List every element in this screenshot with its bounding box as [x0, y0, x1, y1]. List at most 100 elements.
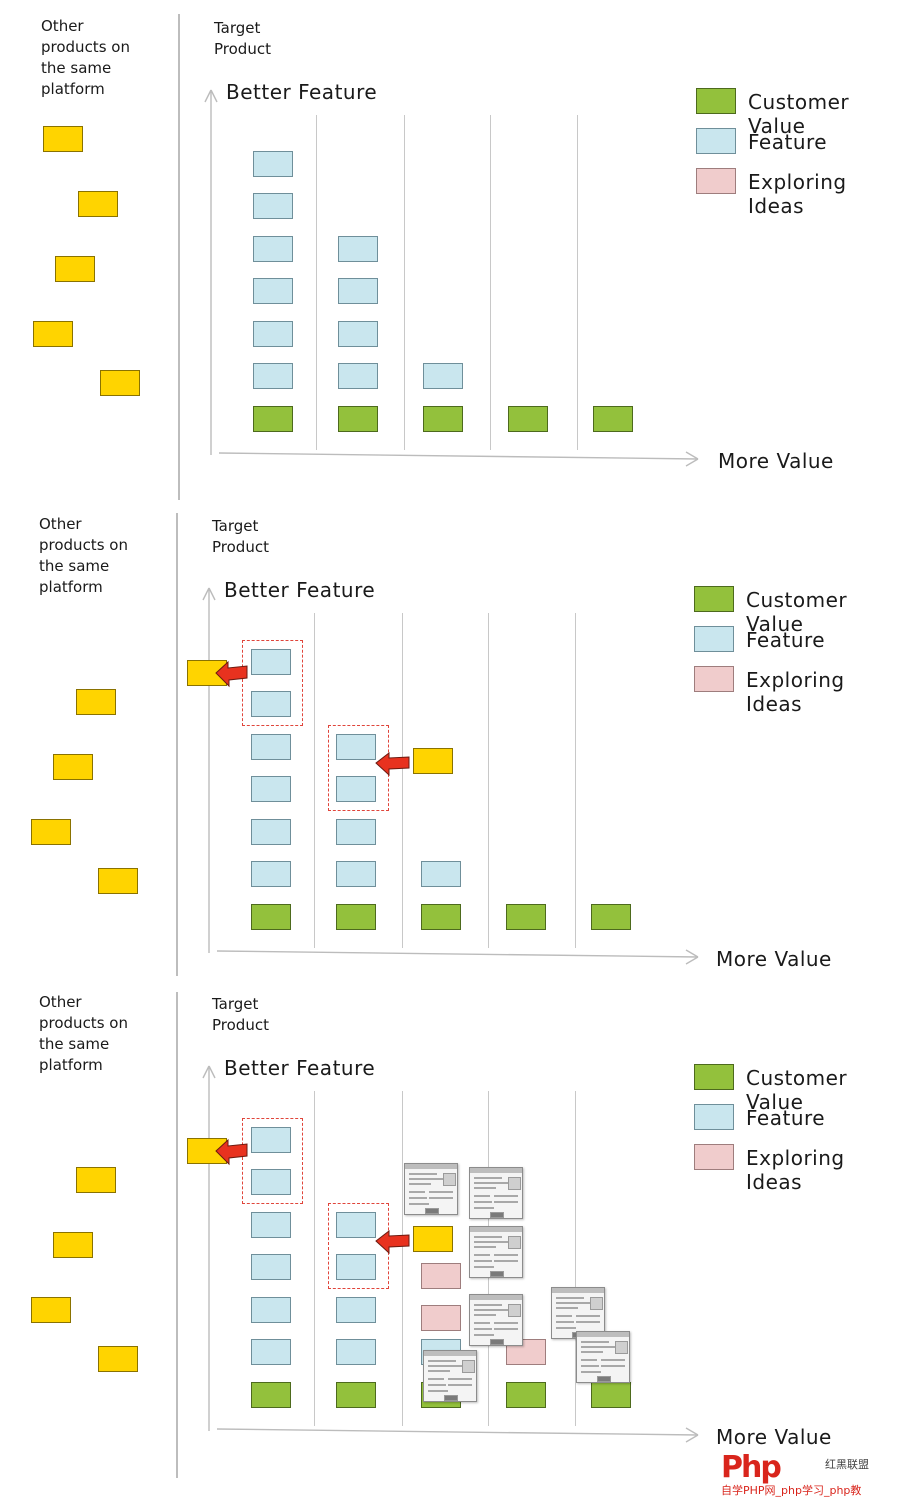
thumb-line [576, 1321, 600, 1323]
thumb-line [494, 1322, 518, 1324]
thumb-image [462, 1360, 475, 1373]
thumb-line [494, 1328, 518, 1330]
feature-box [423, 363, 463, 389]
y-axis-label: Better Feature [224, 1056, 376, 1080]
customer-value-box [336, 904, 376, 930]
feature-box [251, 776, 291, 802]
feature-box [253, 363, 293, 389]
thumb-titlebar [405, 1164, 457, 1169]
thumb-image [508, 1236, 521, 1249]
x-axis-arrowhead [685, 1434, 699, 1443]
other-product-box [31, 1297, 71, 1323]
thumb-image [615, 1341, 628, 1354]
thumb-line [556, 1321, 574, 1323]
thumb-line [428, 1390, 448, 1392]
wireframe-thumbnail [423, 1350, 477, 1402]
feature-box [421, 861, 461, 887]
thumb-line [428, 1378, 444, 1380]
legend-swatch [696, 168, 736, 194]
thumb-line [474, 1236, 502, 1238]
highlight-group [242, 1118, 303, 1204]
customer-value-box [251, 1382, 291, 1408]
feature-box [253, 236, 293, 262]
feature-box [336, 1254, 376, 1280]
legend-swatch [694, 626, 734, 652]
axes [204, 89, 699, 467]
thumb-line [601, 1359, 625, 1361]
x-axis-arrowhead [685, 1427, 699, 1436]
target-product-label: Target Product [214, 19, 271, 58]
x-axis-arrowhead [685, 458, 699, 467]
left-divider-3 [176, 992, 178, 1478]
thumb-line [409, 1203, 429, 1205]
watermark-logo: Php [721, 1450, 782, 1485]
other-products-label: Other products on the same platform [39, 515, 128, 596]
other-product-box [55, 256, 95, 282]
legend-label: Feature [746, 1106, 826, 1130]
adopted-product-box [413, 748, 453, 774]
panel-1: Other products on the same platform Targe… [0, 0, 905, 498]
wireframe-thumbnail [576, 1331, 630, 1383]
highlight-group [242, 640, 303, 726]
thumb-line [409, 1183, 431, 1185]
column-separator [488, 613, 489, 948]
thumb-line [474, 1246, 496, 1248]
red-arrow-icon [215, 1138, 248, 1166]
other-product-box [98, 868, 138, 894]
red-arrow-icon [215, 660, 248, 688]
feature-box [338, 321, 378, 347]
customer-value-box [508, 406, 548, 432]
thumb-titlebar [577, 1332, 629, 1337]
other-product-box [31, 819, 71, 845]
x-axis-label: More Value [716, 947, 832, 971]
legend-swatch [694, 666, 734, 692]
feature-box [251, 1169, 291, 1195]
red-arrow-icon [375, 751, 410, 777]
x-axis-arrowhead [685, 451, 699, 460]
thumb-line [494, 1195, 518, 1197]
thumb-image [508, 1177, 521, 1190]
customer-value-box [338, 406, 378, 432]
thumb-button [490, 1212, 504, 1218]
other-product-box [33, 321, 73, 347]
thumb-line [474, 1322, 490, 1324]
column-separator [314, 613, 315, 948]
customer-value-box [253, 406, 293, 432]
x-axis-label: More Value [718, 449, 834, 473]
thumb-line [429, 1191, 453, 1193]
thumb-line [409, 1197, 427, 1199]
thumb-line [474, 1260, 492, 1262]
other-product-box [76, 1167, 116, 1193]
thumb-titlebar [424, 1351, 476, 1356]
legend-label: Exploring Ideas [748, 170, 847, 218]
thumb-button [444, 1395, 458, 1401]
exploring-idea-box [421, 1263, 461, 1289]
thumb-line [474, 1177, 502, 1179]
feature-box [336, 776, 376, 802]
thumb-line [556, 1327, 576, 1329]
exploring-idea-box [421, 1305, 461, 1331]
thumb-line [556, 1302, 590, 1304]
legend-label: Exploring Ideas [746, 1146, 845, 1194]
legend-swatch [694, 1144, 734, 1170]
x-axis-label: More Value [716, 1425, 832, 1449]
feature-box [338, 363, 378, 389]
legend-swatch [696, 128, 736, 154]
thumb-line [474, 1182, 508, 1184]
watermark-top-text: 红黑联盟 [825, 1458, 869, 1471]
thumb-line [556, 1297, 584, 1299]
other-products-label: Other products on the same platform [41, 17, 130, 98]
thumb-titlebar [552, 1288, 604, 1293]
thumb-button [490, 1271, 504, 1277]
thumb-titlebar [470, 1168, 522, 1173]
thumb-line [474, 1314, 496, 1316]
other-product-box [53, 754, 93, 780]
feature-box [336, 1339, 376, 1365]
legend-swatch [694, 1064, 734, 1090]
thumb-line [494, 1260, 518, 1262]
thumb-line [428, 1384, 446, 1386]
thumb-line [409, 1191, 425, 1193]
y-axis-arrowhead [202, 587, 210, 601]
y-axis-label: Better Feature [226, 80, 378, 104]
